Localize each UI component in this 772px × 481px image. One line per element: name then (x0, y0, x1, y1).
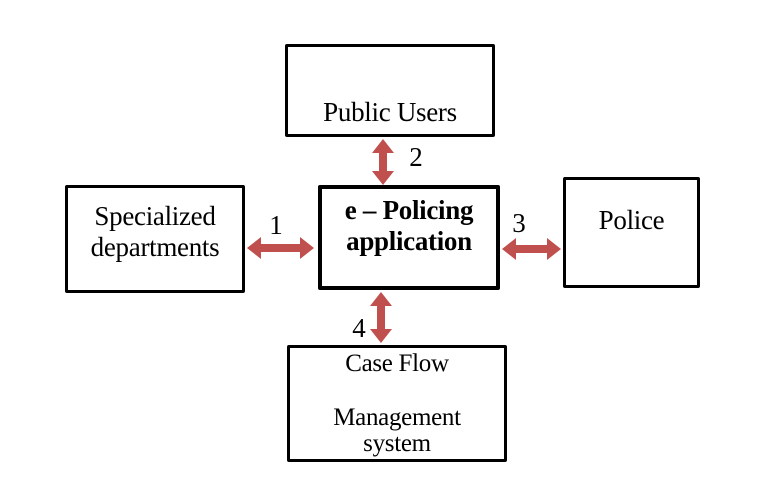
connector-3-label: 3 (512, 208, 526, 238)
connector-1-label: 1 (269, 210, 283, 240)
double-arrow-shape (502, 238, 561, 260)
node-case-flow-management-system: Case Flow Management system (287, 345, 507, 462)
connector-3-double-arrow-icon (502, 238, 561, 260)
node-specialized-departments-label: Specialized departments (90, 201, 220, 263)
double-arrow-shape (247, 237, 314, 259)
node-public-users: Public Users (285, 44, 495, 137)
double-arrow-shape (372, 139, 394, 185)
node-case-flow-management-system-label: Case Flow Management system (333, 350, 461, 458)
node-e-policing-application-label: e – Policing application (344, 195, 474, 257)
connector-2-label: 2 (409, 142, 423, 172)
node-police: Police (563, 177, 700, 288)
node-specialized-departments: Specialized departments (65, 185, 245, 293)
connector-4-double-arrow-icon (370, 292, 392, 343)
connector-1-double-arrow-icon (247, 237, 314, 259)
node-police-label: Police (598, 205, 665, 235)
node-public-users-label: Public Users (323, 97, 457, 128)
double-arrow-shape (370, 292, 392, 343)
node-e-policing-application: e – Policing application (318, 185, 500, 290)
connector-4-label: 4 (352, 313, 366, 343)
connector-2-double-arrow-icon (372, 139, 394, 185)
